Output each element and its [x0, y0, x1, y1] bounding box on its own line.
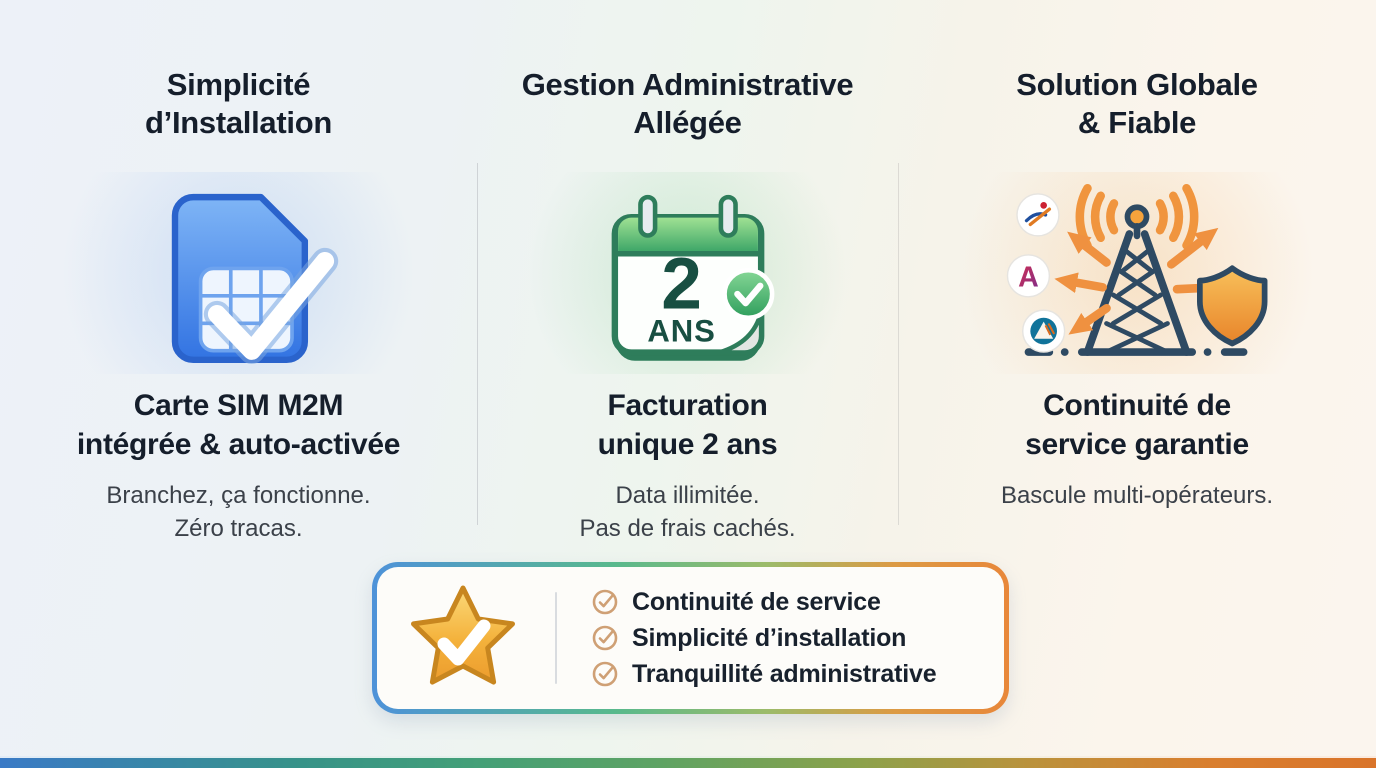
column-description: Branchez, ça fonctionne. Zéro tracas. [106, 482, 371, 542]
benefit-item: Simplicité d’installation [591, 624, 936, 653]
column-description: Bascule multi-opérateurs. [1000, 482, 1274, 509]
calendar-number-label: 2 [661, 244, 702, 325]
column-divider [477, 163, 478, 525]
operator-logos: A [1006, 193, 1066, 353]
calendar-2-years-check-icon: 2 ANS [611, 194, 774, 361]
summary-banner: Continuité de service Simplicité d’insta… [372, 562, 1009, 714]
column-subtitle: Continuité de service garantie [1025, 389, 1249, 461]
sim-card-check-icon [171, 193, 338, 364]
column-title: Solution Globale & Fiable [1016, 67, 1258, 140]
benefit-item: Continuité de service [591, 588, 936, 617]
circle-check-icon [592, 589, 618, 615]
feature-columns: Simplicité d’Installation Carte SIM M2M … [0, 0, 1376, 545]
calendar-unit-label: ANS [647, 314, 715, 349]
operator-letter-label: A [1018, 261, 1039, 293]
column-reliability: Solution Globale & Fiable [898, 0, 1376, 545]
summary-banner-inner: Continuité de service Simplicité d’insta… [377, 567, 1004, 709]
shield-icon [1197, 265, 1268, 347]
circle-check-icon [592, 661, 618, 687]
column-divider [898, 163, 899, 525]
benefit-list: Continuité de service Simplicité d’insta… [591, 588, 937, 689]
bottom-gradient-bar [0, 756, 1376, 768]
network-tower-multi-operator-shield-icon: A [1006, 183, 1268, 356]
benefit-item: Tranquillité administrative [591, 659, 937, 689]
icon-wrap: A [898, 172, 1376, 374]
lattice-tower [1024, 204, 1248, 356]
radio-waves [1075, 183, 1199, 250]
icon-wrap: 2 ANS [477, 172, 898, 374]
column-title: Simplicité d’Installation [145, 67, 332, 140]
column-subtitle: Facturation unique 2 ans [597, 389, 778, 461]
column-installation: Simplicité d’Installation Carte SIM M2M … [0, 0, 477, 545]
column-subtitle: Carte SIM M2M intégrée & auto-activée [76, 389, 401, 461]
star-check-badge-icon [411, 585, 515, 685]
benefit-label: Continuité de service [632, 587, 881, 616]
banner-divider [555, 592, 557, 684]
benefit-label: Simplicité d’installation [632, 623, 907, 652]
icon-wrap [0, 172, 477, 374]
column-title: Gestion Administrative Allégée [521, 67, 854, 140]
circle-check-icon [592, 625, 618, 651]
column-administration: Gestion Administrative Allégée 2 [477, 0, 898, 545]
column-description: Data illimitée. Pas de frais cachés. [579, 482, 796, 542]
benefit-label: Tranquillité administrative [632, 659, 937, 688]
